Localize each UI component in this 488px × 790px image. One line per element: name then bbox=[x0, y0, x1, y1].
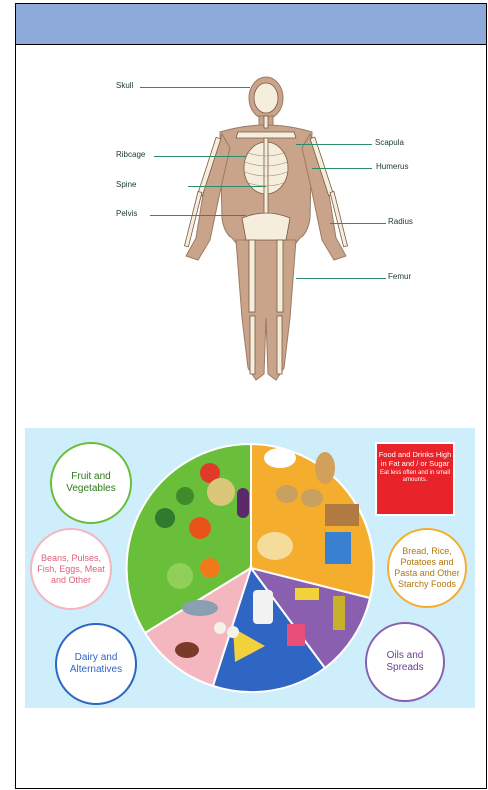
label-radius: Radius bbox=[388, 217, 413, 226]
humerus-line bbox=[312, 168, 372, 169]
ribcage-line bbox=[154, 156, 246, 157]
label-spine: Spine bbox=[116, 180, 136, 189]
eatwell-guide: Fruit and Vegetables Beans, Pulses, Fish… bbox=[25, 428, 475, 708]
femur-line bbox=[296, 278, 386, 279]
oils-label: Oils and Spreads bbox=[365, 622, 445, 702]
high-fat-sugar-box: Food and Drinks High in Fat and / or Sug… bbox=[375, 442, 455, 516]
skeleton-diagram: Skull Ribcage Spine Pelvis Scapula Humer… bbox=[100, 68, 428, 404]
skeleton-illustration bbox=[100, 68, 428, 404]
header-bar bbox=[16, 4, 486, 45]
label-femur: Femur bbox=[388, 272, 411, 281]
spine-line bbox=[188, 186, 266, 187]
dairy-label: Dairy and Alternatives bbox=[55, 623, 137, 705]
label-skull: Skull bbox=[116, 81, 133, 90]
beans-label: Beans, Pulses, Fish, Eggs, Meat and Othe… bbox=[30, 528, 112, 610]
label-scapula: Scapula bbox=[375, 138, 404, 147]
label-ribcage: Ribcage bbox=[116, 150, 145, 159]
bread-label: Bread, Rice, Potatoes and Pasta and Othe… bbox=[387, 528, 467, 608]
radius-line bbox=[330, 223, 386, 224]
pelvis-line bbox=[150, 215, 246, 216]
label-humerus: Humerus bbox=[376, 162, 408, 171]
scapula-line bbox=[296, 144, 372, 145]
fruit-veg-label: Fruit and Vegetables bbox=[50, 442, 132, 524]
label-pelvis: Pelvis bbox=[116, 209, 137, 218]
skull-line bbox=[140, 87, 250, 88]
